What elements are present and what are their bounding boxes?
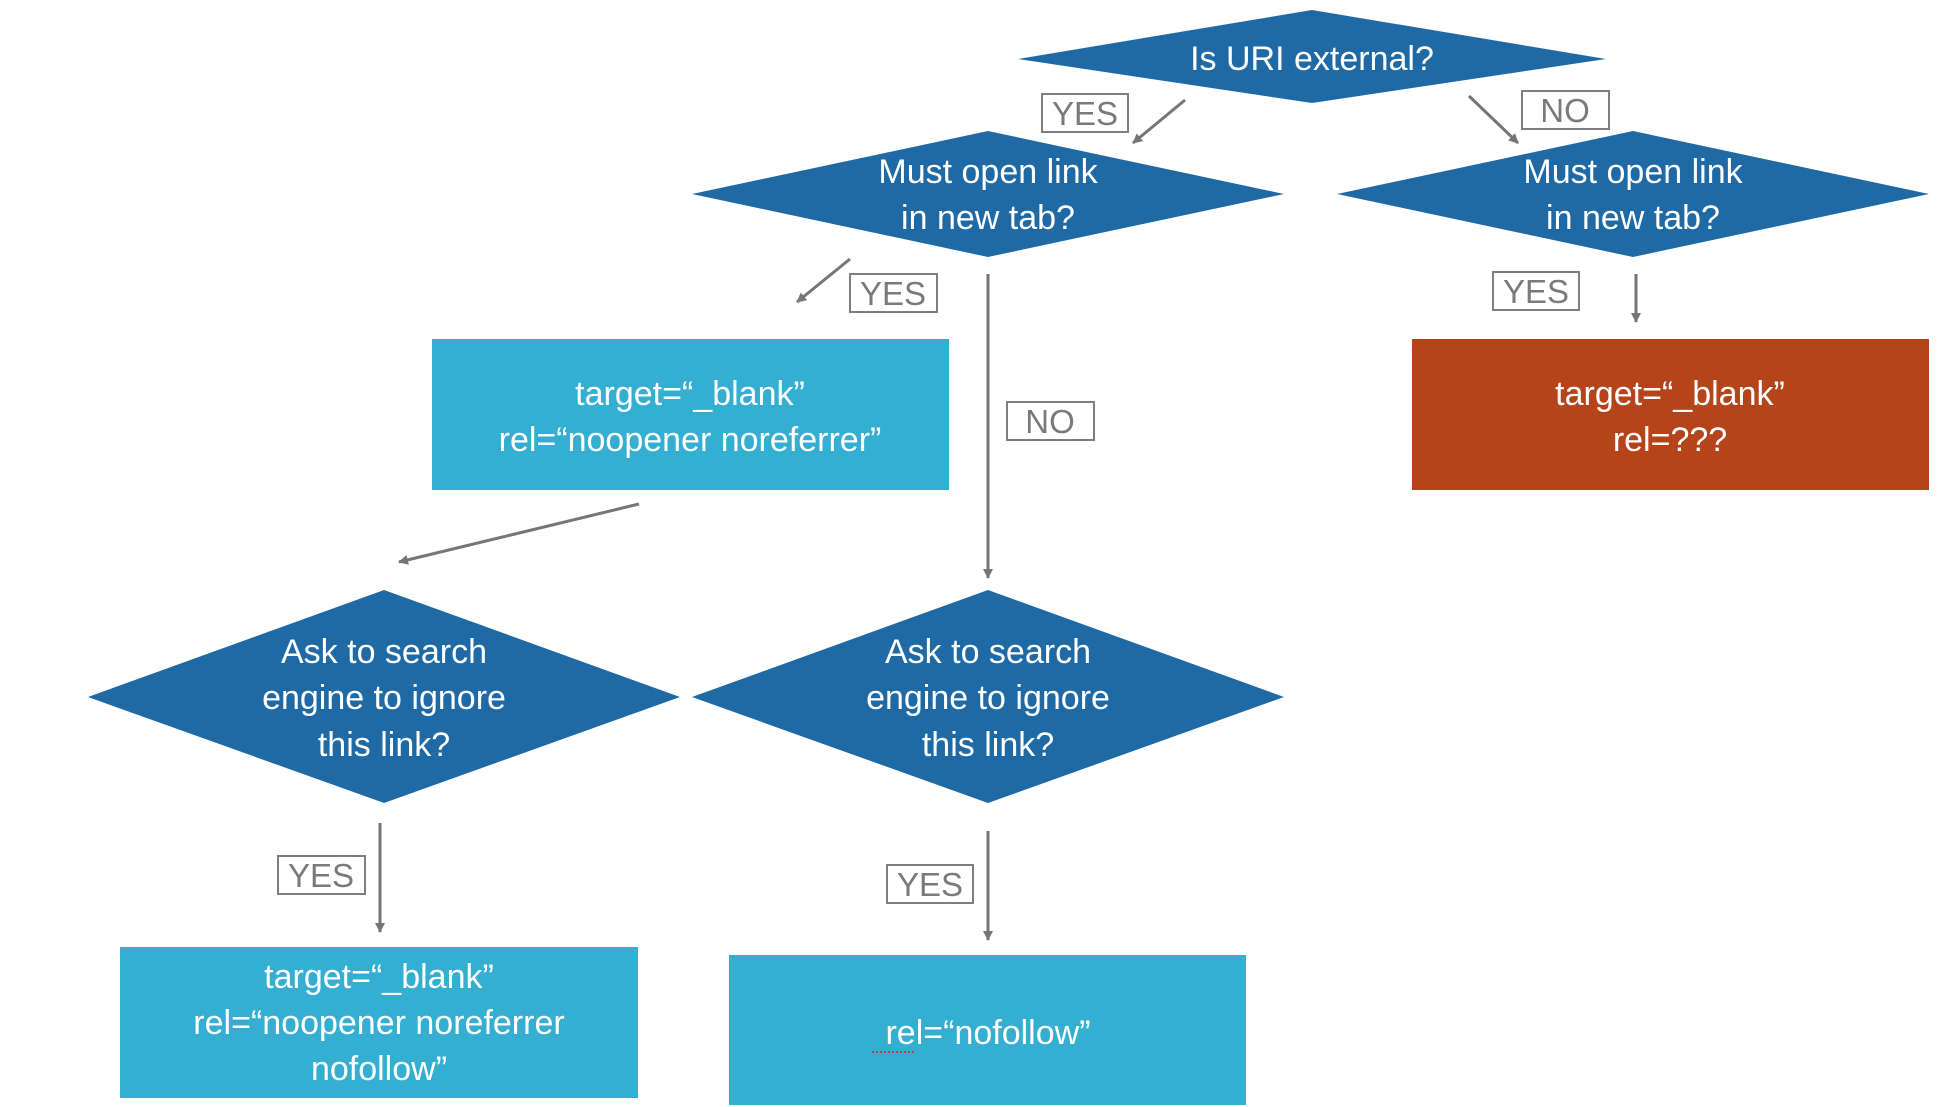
decision-new-tab-internal: Must open link in new tab? [1337, 131, 1929, 257]
edge-label-yes-ignore-middle: YES [886, 864, 974, 904]
decision-text-line-1: Must open link [878, 153, 1098, 191]
label-text: NO [1025, 403, 1075, 440]
decision-text: Is URI external? [1190, 40, 1434, 78]
label-box [886, 864, 974, 904]
decision-text-line-2: in new tab? [1546, 199, 1720, 237]
edge-label-yes-new-tab: YES [849, 273, 938, 313]
arrow-external-to-new-tab-internal [1467, 94, 1520, 145]
outcome-blank-noopener: target=“_blank” rel=“noopener noreferrer… [432, 339, 949, 490]
outcome-text-line-1: target=“_blank” [575, 375, 805, 413]
decision-shape [1337, 131, 1929, 257]
decision-text-line-1: Ask to search [885, 633, 1091, 671]
label-box [1521, 90, 1610, 130]
arrow-new-tab-yes [796, 257, 851, 304]
label-text: YES [860, 275, 926, 312]
arrow-external-to-new-tab-external [1132, 98, 1186, 145]
outcome-box [432, 339, 949, 490]
decision-shape [692, 131, 1284, 257]
outcome-text-line-3: nofollow” [311, 1050, 447, 1088]
decision-text-line-1: Must open link [1523, 153, 1743, 191]
edge-label-yes-internal-new-tab: YES [1492, 271, 1580, 311]
label-box [849, 273, 938, 313]
arrow-blank-to-ignore-left [398, 502, 640, 565]
outcome-box [120, 947, 638, 1098]
label-text: YES [288, 857, 354, 894]
decision-shape [1018, 10, 1606, 103]
outcome-text-line-2: rel=“noopener noreferrer” [499, 421, 882, 459]
outcome-blank-unknown: target=“_blank” rel=??? [1412, 339, 1929, 490]
outcome-blank-noopener-nofollow: target=“_blank” rel=“noopener noreferrer… [120, 947, 638, 1098]
decision-text-line-2: engine to ignore [262, 679, 506, 717]
label-box [1492, 271, 1580, 311]
decision-text-line-3: this link? [318, 726, 450, 764]
edge-label-yes-external: YES [1041, 93, 1129, 133]
decision-text-line-2: in new tab? [901, 199, 1075, 237]
edge-label-no-external: NO [1521, 90, 1610, 130]
decision-text-line-1: Ask to search [281, 633, 487, 671]
decision-text-line-2: engine to ignore [866, 679, 1110, 717]
decision-shape [88, 590, 680, 803]
label-text: YES [897, 866, 963, 903]
decision-text-line-3: this link? [922, 726, 1054, 764]
decision-new-tab-external: Must open link in new tab? [692, 131, 1284, 257]
label-box [1041, 93, 1129, 133]
edge-label-no-new-tab: NO [1006, 401, 1095, 441]
outcome-text-line-2: rel=“noopener noreferrer [193, 1004, 564, 1042]
outcome-text-line-1: target=“_blank” [1555, 375, 1785, 413]
outcome-text: rel=“nofollow” [885, 1014, 1090, 1052]
decision-ignore-middle: Ask to search engine to ignore this link… [692, 590, 1284, 803]
outcome-text-line-1: target=“_blank” [264, 958, 494, 996]
outcome-box [1412, 339, 1929, 490]
outcome-nofollow: rel=“nofollow” [729, 955, 1246, 1105]
decision-is-uri-external: Is URI external? [1018, 10, 1606, 103]
outcome-text-line-2: rel=??? [1613, 421, 1727, 459]
edge-label-yes-ignore-left: YES [277, 855, 366, 895]
decision-shape [692, 590, 1284, 803]
label-text: YES [1052, 95, 1118, 132]
label-text: YES [1503, 273, 1569, 310]
outcome-box [729, 955, 1246, 1105]
decision-ignore-left: Ask to search engine to ignore this link… [88, 590, 680, 803]
label-box [1006, 401, 1095, 441]
label-text: NO [1540, 92, 1590, 129]
label-box [277, 855, 366, 895]
